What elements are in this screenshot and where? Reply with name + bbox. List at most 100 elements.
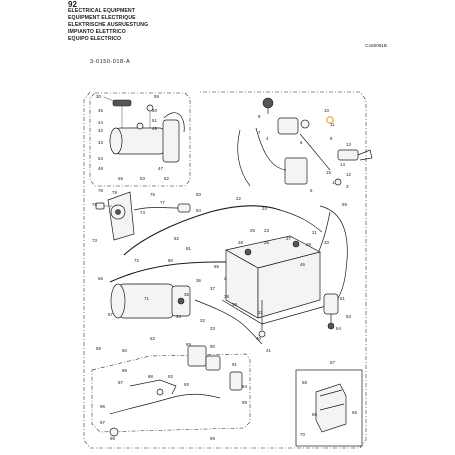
callout-label: 1 [332, 180, 335, 185]
callout-label: 74 [140, 210, 145, 215]
callout-label: 37 [210, 286, 215, 291]
callout-label: 54 [98, 156, 103, 161]
highlight-ring [326, 116, 334, 124]
callout-label: 25 [250, 228, 255, 233]
callout-label: 10 [324, 108, 329, 113]
grommet [334, 178, 342, 186]
callout-label: 43 [98, 140, 103, 145]
callout-label: 34 [176, 314, 181, 319]
callout-label: 3 [346, 184, 349, 189]
harness-branch-right [279, 209, 323, 233]
callout-label: 32 [200, 318, 205, 323]
callout-label: 23 [264, 228, 269, 233]
callout-label: 33 [210, 326, 215, 331]
callout-label: 22 [236, 196, 241, 201]
callout-label: 73 [92, 238, 97, 243]
callout-label: 65 [312, 412, 317, 417]
title-en: ELECTRICAL EQUIPMENT [68, 8, 136, 14]
callout-label: 61 [340, 296, 345, 301]
callout-label: 80 [168, 258, 173, 263]
callout-label: 60 [122, 348, 127, 353]
leader [103, 96, 117, 103]
callout-label: 78 [98, 188, 103, 193]
callout-label: 36 [196, 278, 201, 283]
battery-front [257, 251, 321, 319]
title-de: ELEKTRISCHE AUSRUESTUNG [68, 22, 149, 29]
callout-label: 58 [154, 94, 159, 99]
inset-bracket-frame [295, 369, 363, 447]
callout-label: 66 [352, 410, 357, 415]
callout-label: 28 [238, 240, 243, 245]
callout-label: 24 [262, 206, 267, 211]
page-number: 92 [68, 0, 77, 9]
callout-label: 30 [96, 94, 101, 99]
callout-label: 63 [346, 314, 351, 319]
callout-label: 69 [342, 202, 347, 207]
callout-label: 59 [96, 346, 101, 351]
battery-post-negative [244, 248, 252, 256]
oil-switch [229, 371, 243, 391]
inset-starter [89, 92, 191, 187]
callout-label: 72 [134, 258, 139, 263]
voltage-regulator [284, 157, 308, 185]
callout-label: 26 [264, 240, 269, 245]
callout-label: 14 [340, 162, 345, 167]
callout-label: 92 [168, 374, 173, 379]
solenoid-terminal [112, 99, 132, 107]
wire-loom-left [237, 129, 251, 187]
callout-label: 56 [98, 276, 103, 281]
title-fr: EQUIPMENT ELECTRIQUE [68, 15, 136, 22]
callout-label: 67 [330, 360, 335, 365]
callout-label: 7 [258, 130, 261, 135]
battery-post-positive [292, 240, 300, 248]
inset-bracket [295, 369, 363, 447]
callout-label: 6 [300, 140, 303, 145]
inset-starter-frame [89, 92, 191, 187]
callout-label: 52 [150, 336, 155, 341]
callout-label: 91 [232, 362, 237, 367]
callout-label: 86 [122, 368, 127, 373]
reference-code: C160081B [365, 43, 387, 48]
callout-label: 11 [330, 122, 335, 127]
callout-label: 95 [242, 400, 247, 405]
callout-label: 57 [108, 312, 113, 317]
generator-assembly [110, 283, 191, 319]
callout-label: 97 [100, 420, 105, 425]
callout-label: 45 [98, 108, 103, 113]
callout-label: 2 [224, 276, 227, 281]
callout-label: 76 [92, 202, 97, 207]
left-ancillaries [95, 191, 191, 241]
generator-pulley [177, 297, 185, 305]
callout-label: 83 [196, 192, 201, 197]
callout-label: 62 [164, 176, 169, 181]
callout-label: 41 [266, 348, 271, 353]
rear-lamp-plug [323, 293, 339, 330]
sender-lever [129, 379, 177, 395]
key [357, 149, 373, 161]
plug-body [323, 293, 339, 315]
callout-label: 40 [256, 336, 261, 341]
callout-label: 71 [144, 296, 149, 301]
callout-label: 50 [152, 108, 157, 113]
clamp-nut [258, 330, 266, 338]
callout-label: 9 [258, 114, 261, 119]
callout-label: 44 [98, 120, 103, 125]
callout-label: 21 [312, 230, 317, 235]
callout-label: 29 [306, 242, 311, 247]
callout-label: 68 [302, 380, 307, 385]
harness-lower [109, 261, 240, 283]
ignition-switch-body [277, 117, 299, 135]
callouts: 30 58 45 50 44 51 42 49 43 54 48 47 55 5… [92, 94, 357, 441]
callout-label: 77 [160, 200, 165, 205]
callout-label: 99 [210, 436, 215, 441]
callout-label: 42 [98, 128, 103, 133]
section-titles: ELECTRICAL EQUIPMENT EQUIPMENT ELECTRIQU… [68, 8, 148, 43]
callout-label: 64 [336, 326, 341, 331]
bolt-head [95, 202, 105, 210]
harness-engine [194, 299, 263, 345]
callout-label: 4 [266, 136, 269, 141]
callout-label: 31 [258, 310, 263, 315]
inset-sender [91, 345, 251, 437]
switch-panel [237, 97, 373, 187]
starter-motor-end [109, 127, 123, 155]
